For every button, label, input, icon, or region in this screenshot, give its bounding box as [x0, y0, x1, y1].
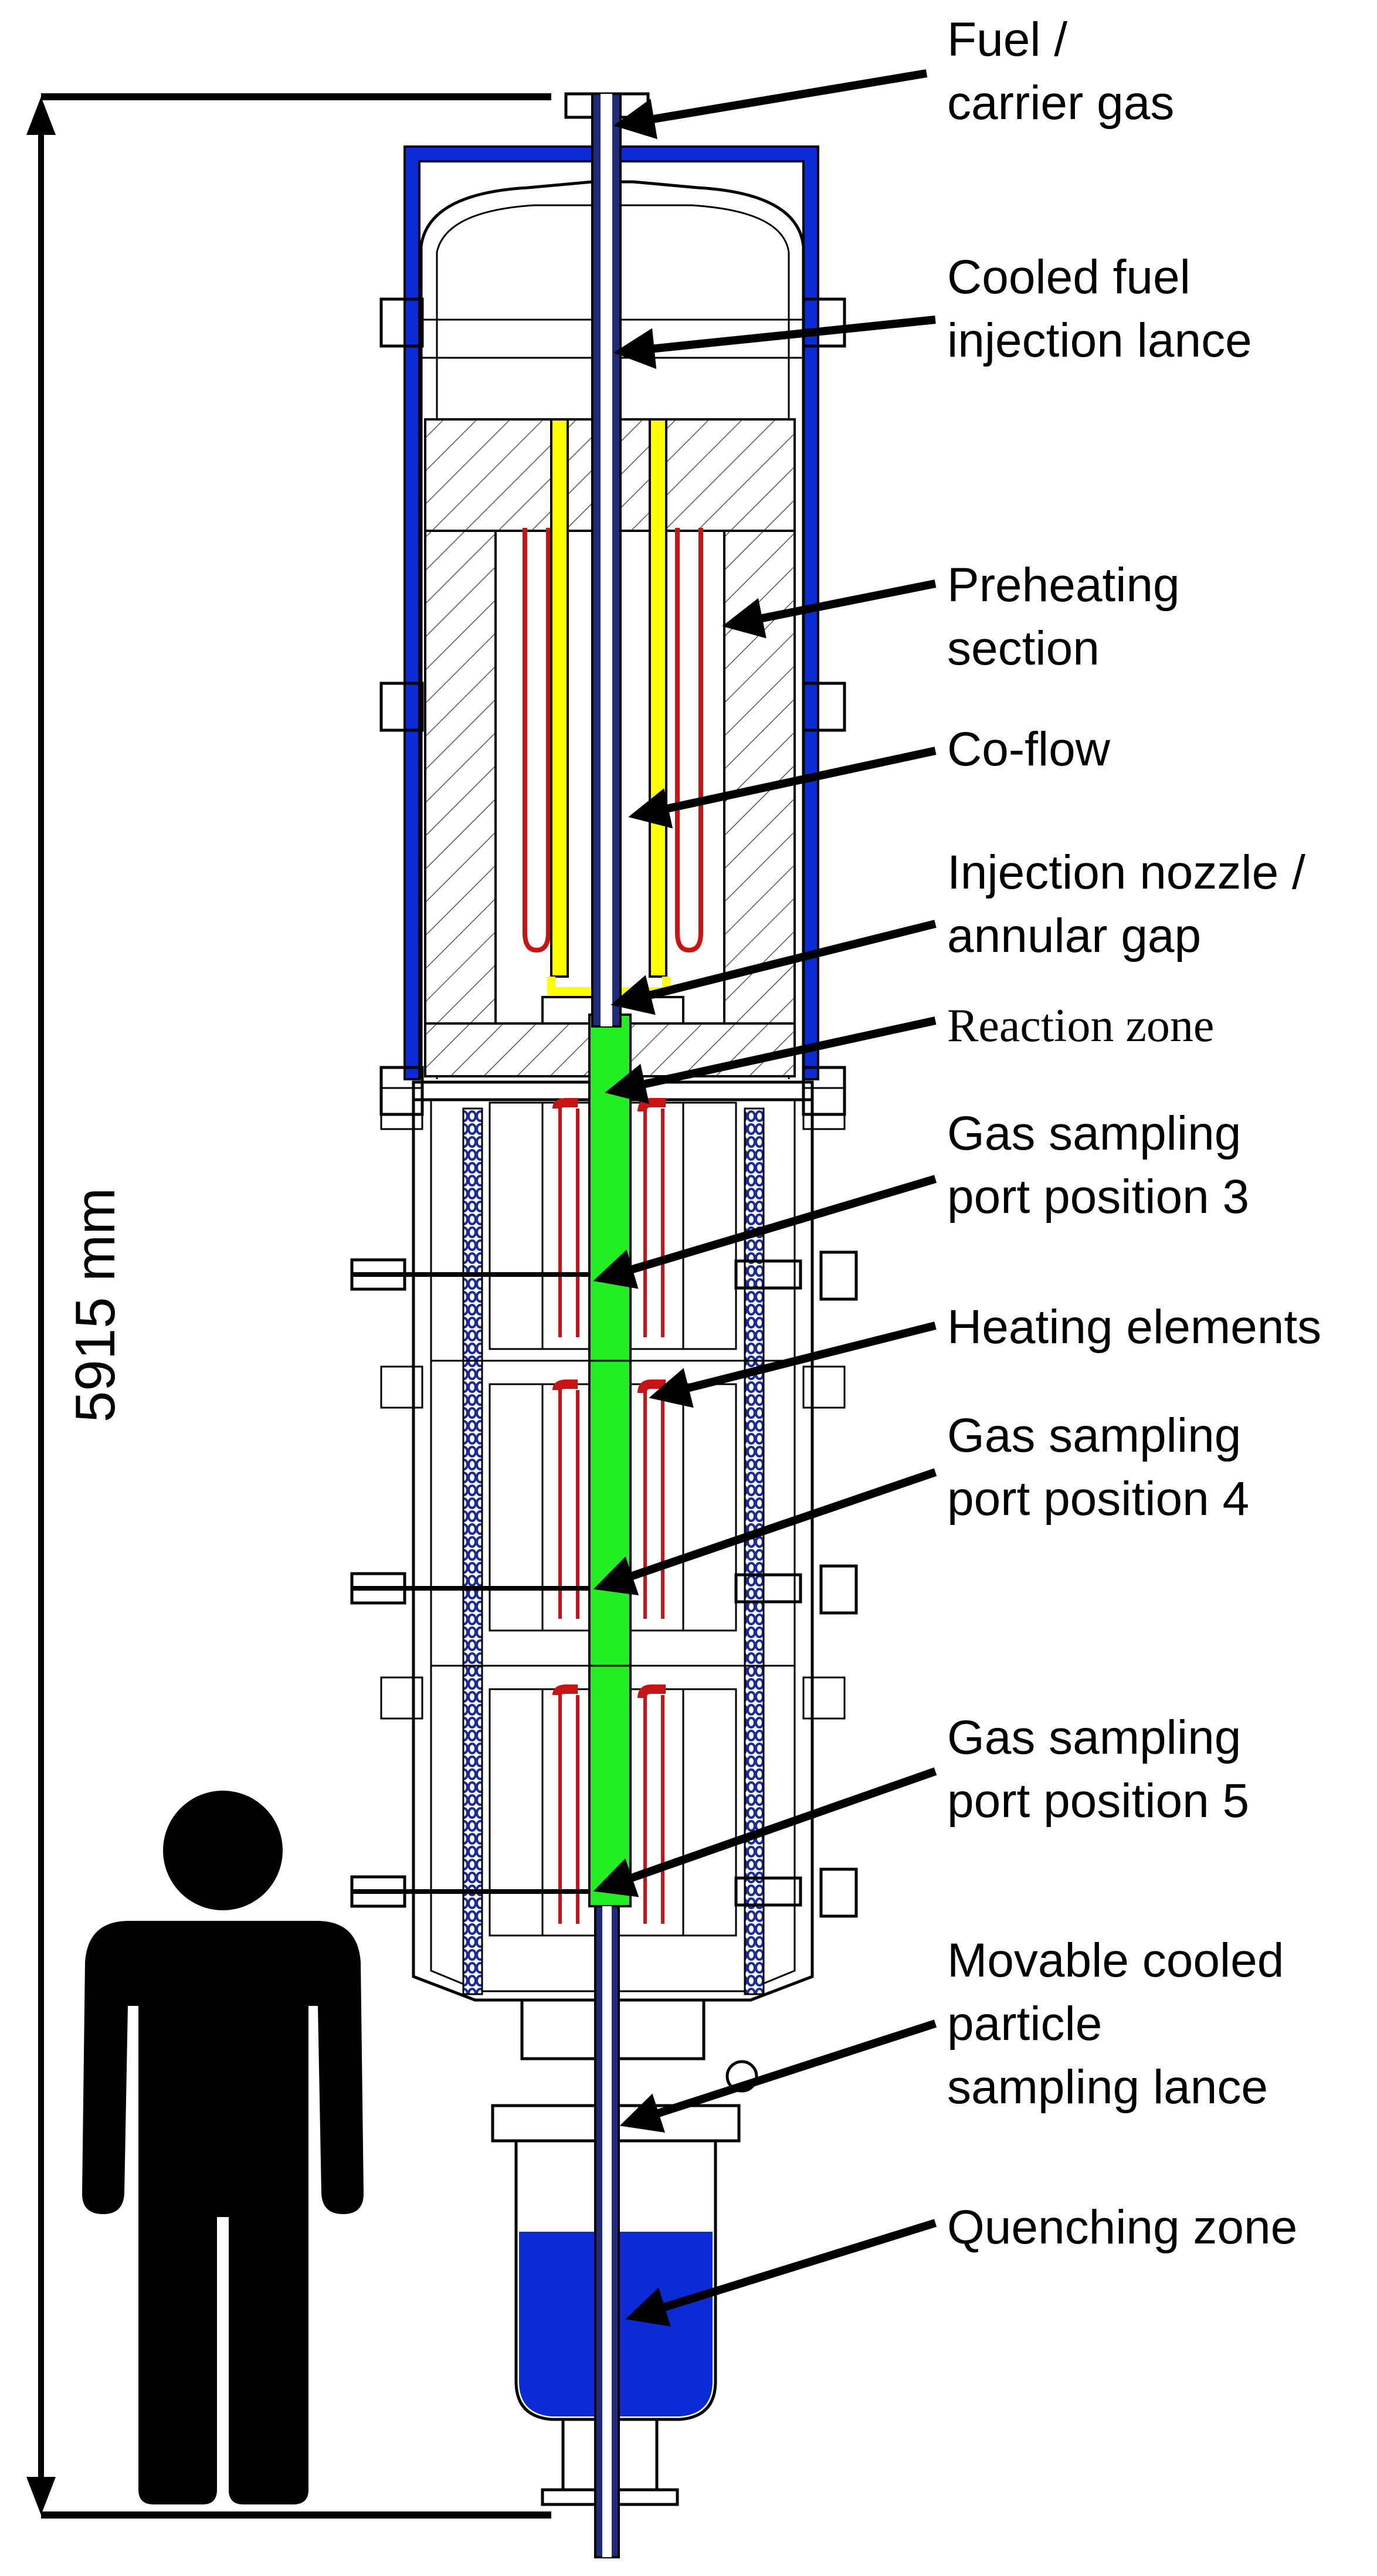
- label-movable-cooled-particle-sampling-lance: Movable cooled particle sampling lance: [947, 1934, 1297, 2114]
- reaction-zone-channel: [588, 1014, 632, 1907]
- reactor-vessel: [350, 92, 858, 2558]
- person-silhouette-icon: [82, 1791, 364, 2504]
- label-cooled-fuel-injection-lance: Cooled fuel injection lance: [947, 250, 1252, 367]
- label-gas-sampling-port-5: Gas sampling port position 5: [947, 1711, 1254, 1828]
- sampling-port-4: [350, 1564, 858, 1615]
- label-gas-sampling-port-4: Gas sampling port position 4: [947, 1409, 1254, 1526]
- label-fuel-carrier-gas: Fuel / carrier gas: [947, 13, 1174, 130]
- height-dimension-label: 5915 mm: [64, 1188, 127, 1422]
- sampling-port-3: [350, 1250, 858, 1301]
- label-heating-elements: Heating elements: [947, 1300, 1321, 1354]
- leader-arrows: [593, 69, 937, 2327]
- label-quenching-zone: Quenching zone: [947, 2201, 1297, 2254]
- height-dimension: 5915 mm: [26, 93, 551, 2519]
- sampling-port-5: [350, 1867, 858, 1918]
- label-co-flow: Co-flow: [947, 723, 1111, 776]
- label-injection-nozzle-annular-gap: Injection nozzle / annular gap: [947, 846, 1319, 962]
- label-preheating-section: Preheating section: [947, 558, 1193, 675]
- labels: Fuel / carrier gas Cooled fuel injection…: [947, 13, 1321, 2254]
- label-reaction-zone: Reaction zone: [947, 1000, 1214, 1052]
- label-gas-sampling-port-3: Gas sampling port position 3: [947, 1107, 1254, 1223]
